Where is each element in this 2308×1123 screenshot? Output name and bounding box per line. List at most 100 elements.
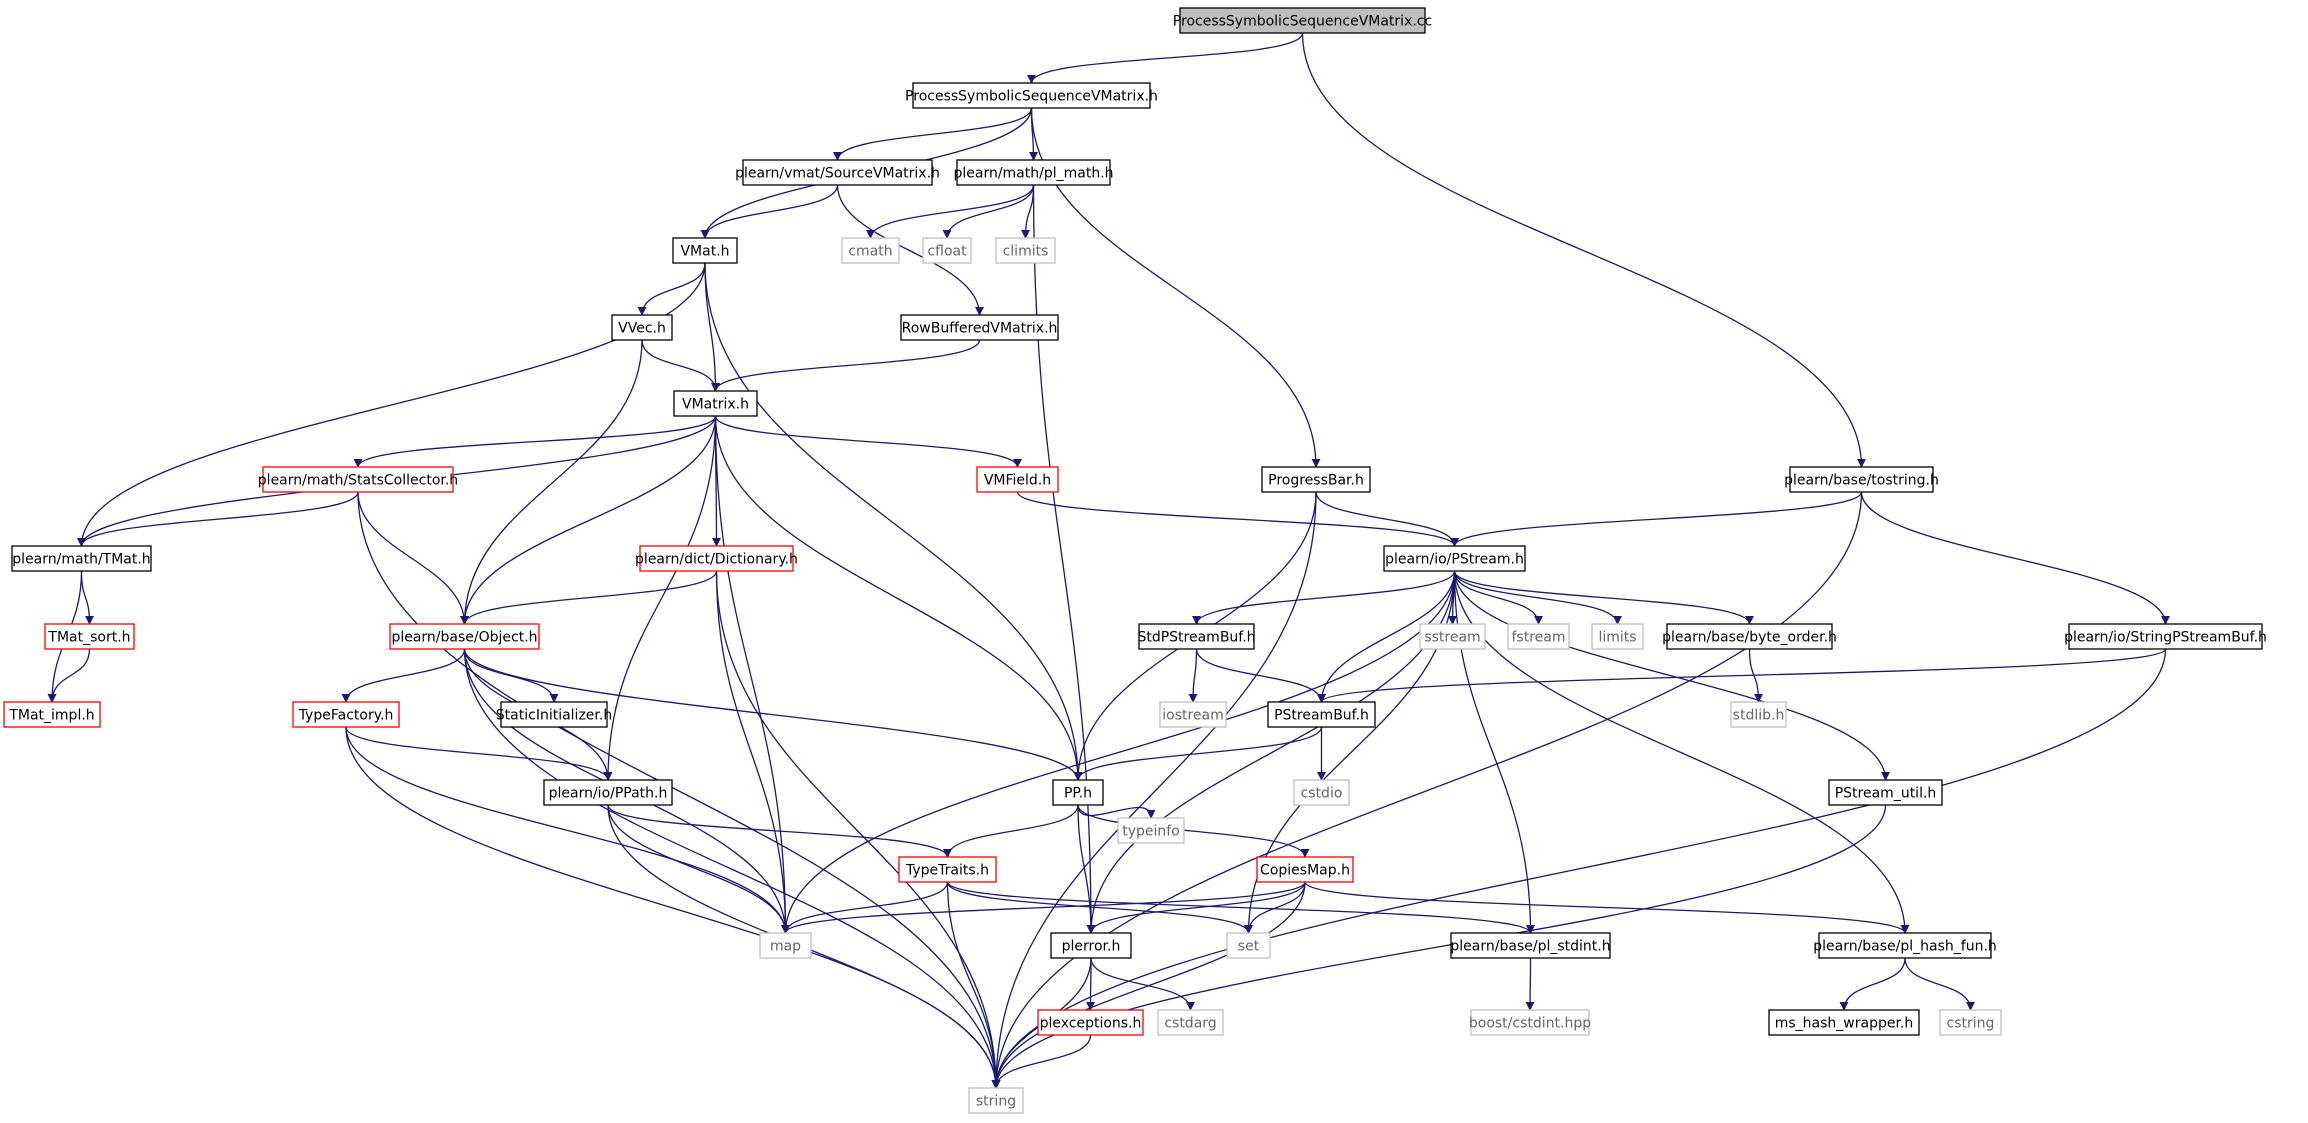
node-n36[interactable]: typeinfo xyxy=(1117,817,1185,844)
node-label: plearn/io/PPath.h xyxy=(549,786,668,802)
node-n37[interactable]: TypeTraits.h xyxy=(898,856,997,883)
edge-n19-n49 xyxy=(463,648,1001,1089)
node-n18[interactable]: TMat_sort.h xyxy=(44,623,135,650)
edge-n43-n48 xyxy=(1904,957,1975,1011)
node-n1[interactable]: ProcessSymbolicSequenceVMatrix.h xyxy=(905,82,1158,109)
node-n25[interactable]: plearn/io/StringPStreamBuf.h xyxy=(2064,623,2267,650)
edge-n14-n17 xyxy=(1450,491,1863,547)
edge-n25-n49 xyxy=(991,648,2167,1089)
node-n16[interactable]: plearn/dict/Dictionary.h xyxy=(635,545,798,572)
node-box xyxy=(672,237,738,264)
node-label: StaticInitializer.h xyxy=(496,708,612,724)
node-n33[interactable]: plearn/io/PPath.h xyxy=(543,779,673,806)
node-box xyxy=(1730,701,1787,728)
edge-n17-n23 xyxy=(1453,570,1622,625)
node-box xyxy=(900,314,1059,341)
node-n42[interactable]: plearn/base/pl_stdint.h xyxy=(1450,932,1611,959)
node-n26[interactable]: TMat_impl.h xyxy=(3,701,101,728)
node-box xyxy=(1117,817,1185,844)
node-n34[interactable]: PP.h xyxy=(1052,779,1104,806)
node-n22[interactable]: fstream xyxy=(1507,623,1570,650)
node-n11[interactable]: plearn/math/StatsCollector.h xyxy=(258,466,458,493)
node-label: plerror.h xyxy=(1062,939,1121,955)
node-box xyxy=(1179,7,1426,34)
node-label: ProcessSymbolicSequenceVMatrix.cc xyxy=(1173,14,1432,30)
node-n23[interactable]: limits xyxy=(1591,623,1644,650)
edge-n27-n33 xyxy=(345,726,613,781)
node-label: fstream xyxy=(1512,630,1566,646)
node-n10[interactable]: VMatrix.h xyxy=(673,390,758,417)
edge-n0-n1 xyxy=(1027,32,1304,84)
node-n30[interactable]: PStreamBuf.h xyxy=(1267,701,1376,728)
node-box xyxy=(956,159,1111,186)
node-box xyxy=(1226,932,1271,959)
node-n41[interactable]: set xyxy=(1226,932,1271,959)
edge-n10-n11 xyxy=(353,415,717,468)
edge-n17-n24 xyxy=(1453,570,1754,625)
node-n24[interactable]: plearn/base/byte_order.h xyxy=(1662,623,1837,650)
node-n29[interactable]: iostream xyxy=(1159,701,1227,728)
node-n20[interactable]: StdPStreamBuf.h xyxy=(1137,623,1256,650)
node-n15[interactable]: plearn/math/TMat.h xyxy=(11,545,152,572)
node-n47[interactable]: ms_hash_wrapper.h xyxy=(1768,1009,1920,1036)
node-n28[interactable]: StaticInitializer.h xyxy=(496,701,612,728)
node-n7[interactable]: climits xyxy=(995,237,1056,264)
node-n6[interactable]: cfloat xyxy=(922,237,972,264)
node-n39[interactable]: map xyxy=(759,932,812,959)
edge-n34-n38 xyxy=(1077,804,1310,858)
node-n2[interactable]: plearn/vmat/SourceVMatrix.h xyxy=(735,159,940,186)
node-label: PStreamBuf.h xyxy=(1274,708,1369,724)
node-label: VMatrix.h xyxy=(682,397,749,413)
node-n35[interactable]: PStream_util.h xyxy=(1828,779,1943,806)
edge-n8-n10 xyxy=(641,339,720,392)
node-n5[interactable]: cmath xyxy=(841,237,900,264)
edge-n2-n4 xyxy=(700,184,839,239)
node-box xyxy=(639,545,794,572)
node-n31[interactable]: stdlib.h xyxy=(1730,701,1787,728)
node-n45[interactable]: cstdarg xyxy=(1157,1009,1224,1036)
node-label: plearn/base/tostring.h xyxy=(1784,473,1939,489)
node-box xyxy=(1256,856,1354,883)
node-n4[interactable]: VMat.h xyxy=(672,237,738,264)
node-box xyxy=(44,623,135,650)
node-n38[interactable]: CopiesMap.h xyxy=(1256,856,1354,883)
edge-n17-n22 xyxy=(1453,570,1543,625)
node-n19[interactable]: plearn/base/Object.h xyxy=(389,623,540,650)
edge-n0-n14 xyxy=(1301,32,1866,468)
node-n27[interactable]: TypeFactory.h xyxy=(292,701,400,728)
node-label: CopiesMap.h xyxy=(1260,863,1350,879)
node-n8[interactable]: VVec.h xyxy=(611,314,673,341)
node-n17[interactable]: plearn/io/PStream.h xyxy=(1383,545,1526,572)
node-n46[interactable]: boost/cstdint.hpp xyxy=(1469,1009,1591,1036)
edge-n4-n15 xyxy=(77,262,706,547)
edge-n43-n47 xyxy=(1839,957,1906,1011)
node-n14[interactable]: plearn/base/tostring.h xyxy=(1784,466,1939,493)
node-n49[interactable]: string xyxy=(968,1087,1024,1114)
node-label: typeinfo xyxy=(1122,824,1180,840)
node-box xyxy=(976,466,1059,493)
node-n48[interactable]: cstring xyxy=(1939,1009,2002,1036)
node-label: map xyxy=(770,939,801,955)
node-box xyxy=(968,1087,1024,1114)
node-label: plearn/io/PStream.h xyxy=(1385,552,1524,568)
node-n3[interactable]: plearn/math/pl_math.h xyxy=(953,159,1114,186)
node-n12[interactable]: VMField.h xyxy=(976,466,1059,493)
node-box xyxy=(759,932,812,959)
edge-n38-n49 xyxy=(991,881,1306,1089)
node-box xyxy=(262,466,454,493)
edge-n44-n49 xyxy=(991,1034,1092,1089)
node-n13[interactable]: ProgressBar.h xyxy=(1261,466,1371,493)
node-box xyxy=(500,701,608,728)
node-n9[interactable]: RowBufferedVMatrix.h xyxy=(900,314,1059,341)
edge-n12-n17 xyxy=(1016,491,1459,547)
node-box xyxy=(912,82,1151,109)
node-n40[interactable]: plerror.h xyxy=(1050,932,1132,959)
node-n43[interactable]: plearn/base/pl_hash_fun.h xyxy=(1813,932,1997,959)
node-n0[interactable]: ProcessSymbolicSequenceVMatrix.cc xyxy=(1173,7,1432,34)
edge-n34-n40 xyxy=(1077,804,1096,934)
node-n32[interactable]: cstdio xyxy=(1293,779,1350,806)
node-n21[interactable]: sstream xyxy=(1419,623,1486,650)
node-label: limits xyxy=(1598,630,1636,646)
node-n44[interactable]: plexceptions.h xyxy=(1037,1009,1144,1036)
edge-n16-n19 xyxy=(460,570,718,625)
